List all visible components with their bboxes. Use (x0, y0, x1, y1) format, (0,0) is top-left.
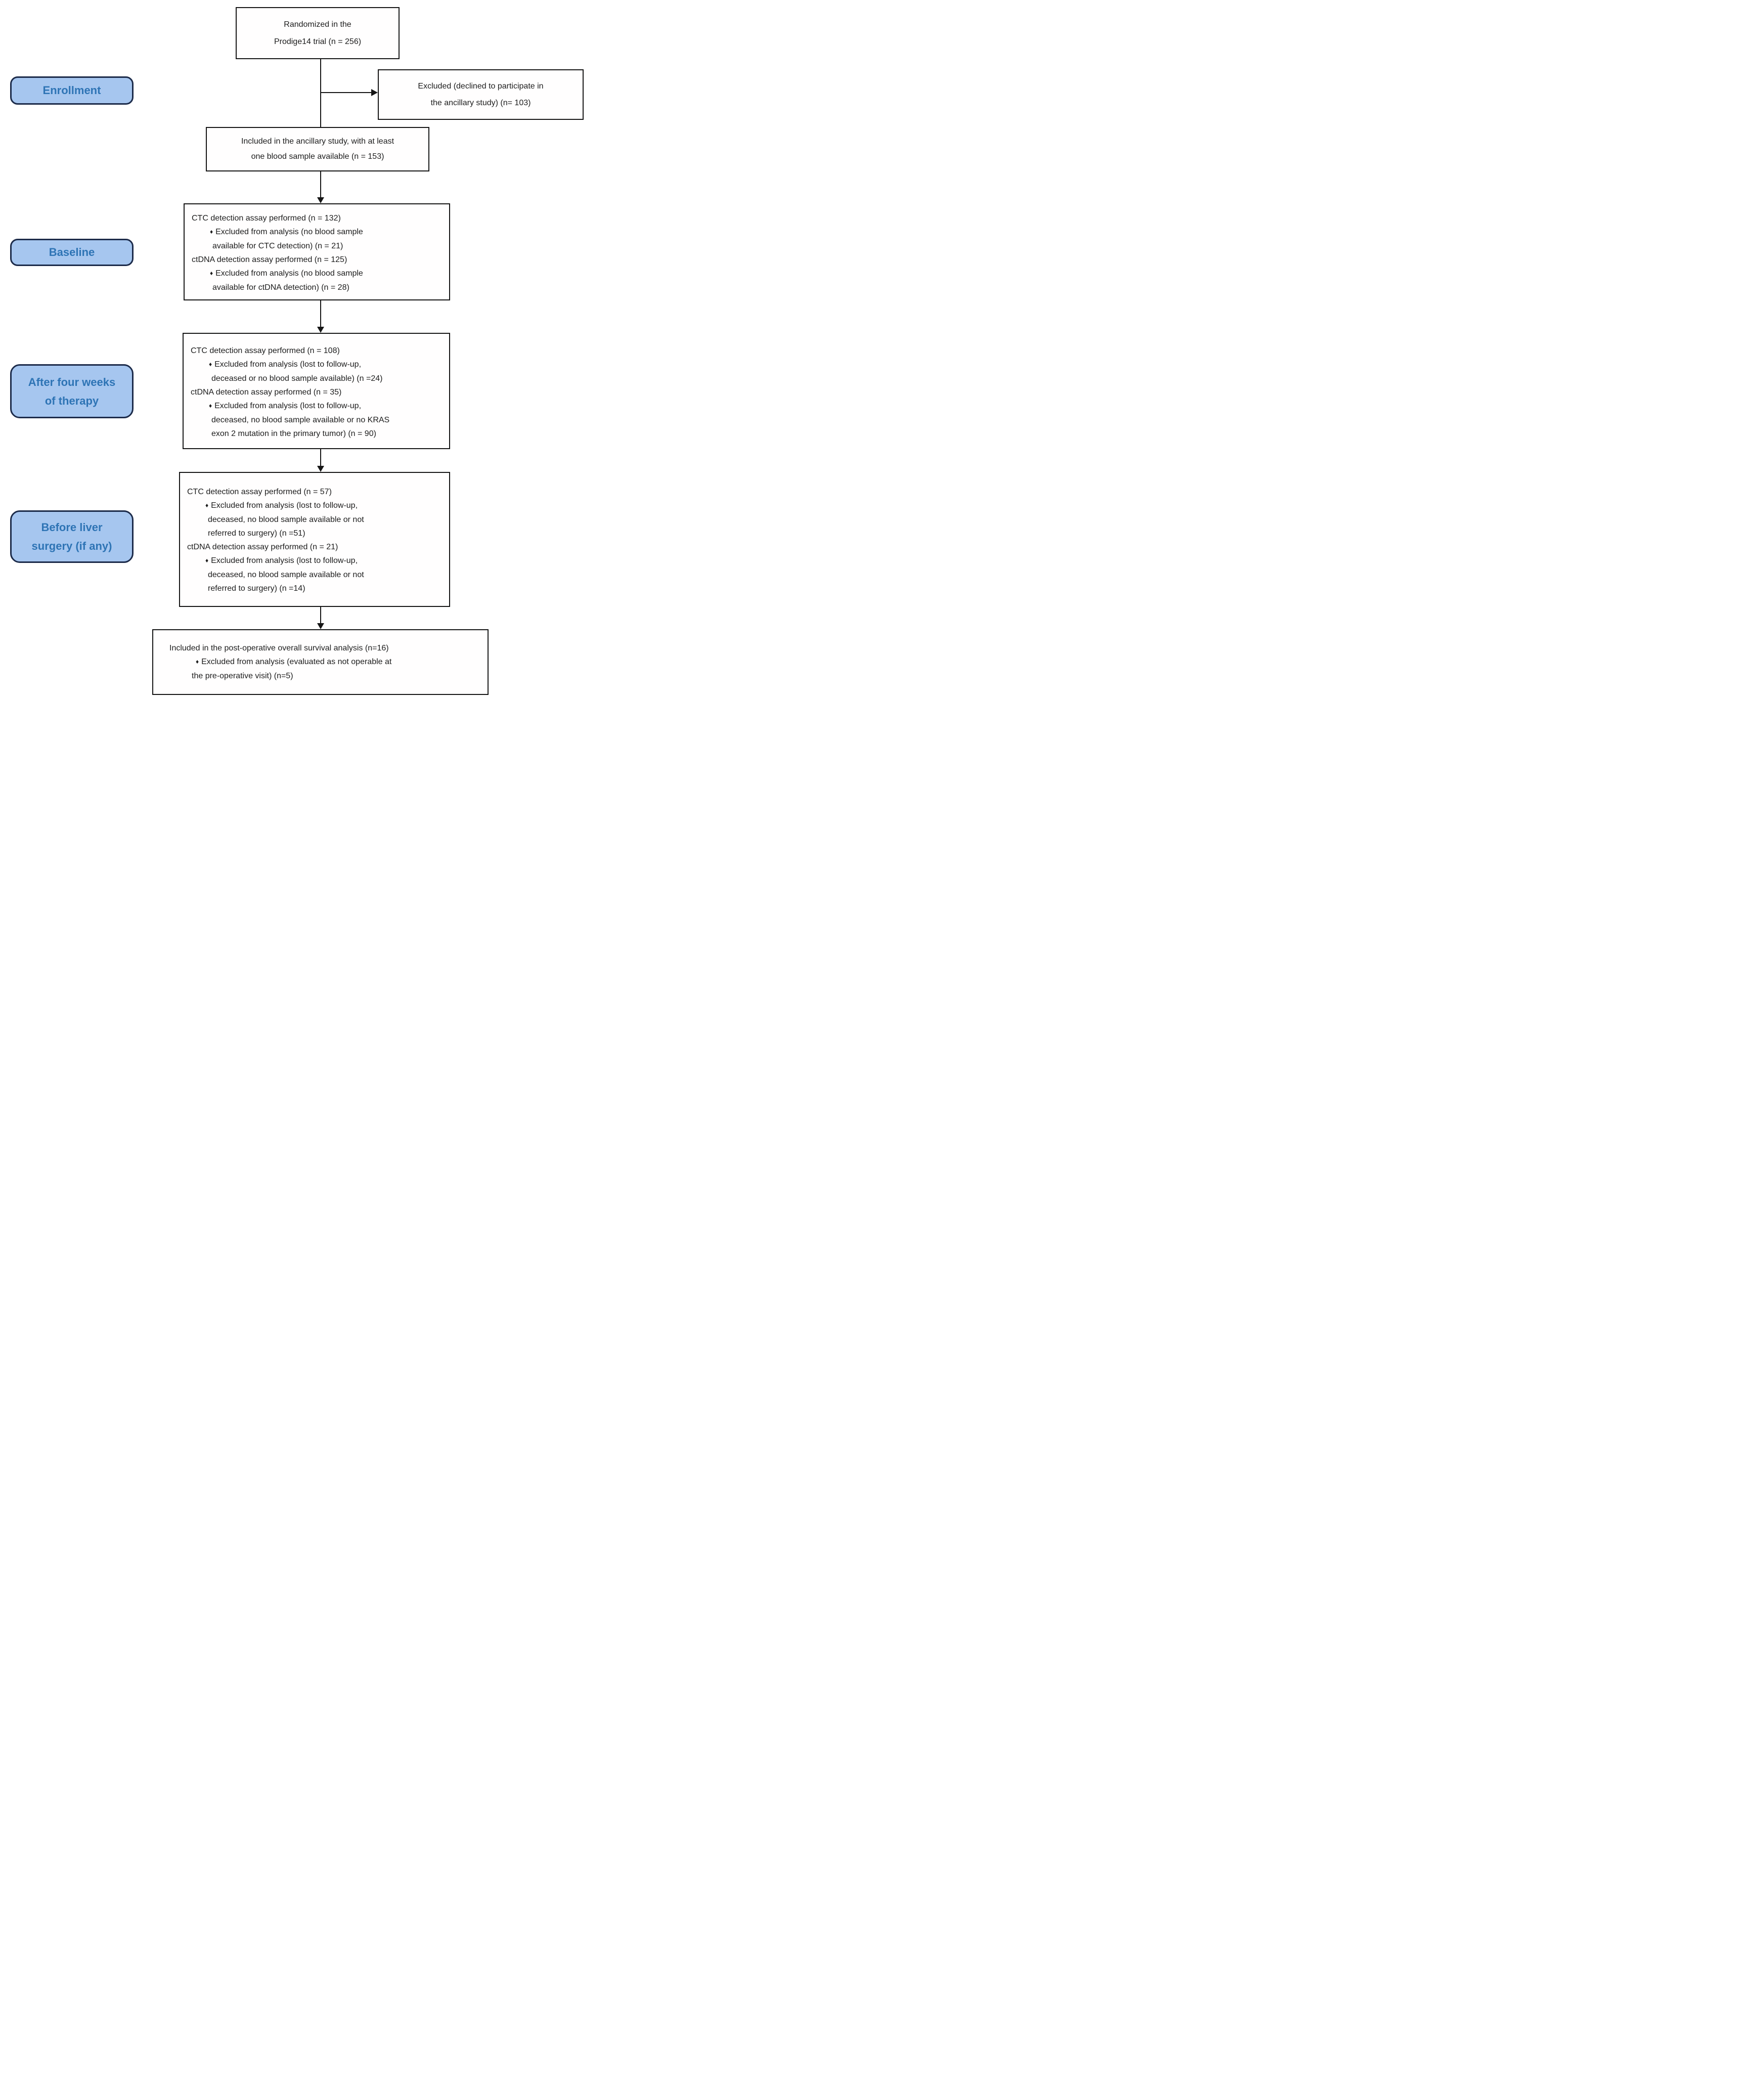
connector-baseline-to-fourweeks (320, 300, 321, 327)
box-line: ♦Excluded from analysis (evaluated as no… (153, 655, 488, 669)
flow-box-four-weeks-assays: CTC detection assay performed (n = 108) ♦… (183, 333, 450, 449)
stage-label-line: of therapy (45, 394, 99, 407)
arrowhead-down-icon (317, 623, 324, 629)
bullet-diamond-icon: ♦ (205, 502, 209, 509)
bullet-diamond-icon: ♦ (210, 270, 213, 277)
box-line: CTC detection assay performed (n = 57) (187, 488, 332, 496)
box-line: ctDNA detection assay performed (n = 21) (187, 543, 338, 551)
stage-label-line: Before liver (41, 521, 103, 534)
box-line: ♦Excluded from analysis (no blood sample (185, 225, 449, 239)
box-line: deceased, no blood sample available or n… (208, 515, 364, 524)
stage-label-baseline: Baseline (10, 239, 134, 266)
box-line: ♦Excluded from analysis (no blood sample (185, 267, 449, 281)
box-line: ♦Excluded from analysis (lost to follow-… (180, 499, 449, 513)
box-line: Randomized in the (284, 20, 351, 29)
box-line: referred to surgery) (n =51) (208, 529, 305, 538)
box-line: ♦Excluded from analysis (lost to follow-… (180, 554, 449, 568)
box-line: Excluded (declined to participate in (418, 82, 544, 91)
box-line: referred to surgery) (n =14) (208, 584, 305, 593)
stage-label-line: Enrollment (42, 84, 101, 97)
box-line: ♦Excluded from analysis (lost to follow-… (184, 358, 449, 372)
box-line: CTC detection assay performed (n = 108) (191, 346, 340, 355)
connector-surgery-to-postop (320, 607, 321, 624)
arrowhead-down-icon (317, 327, 324, 333)
box-line: Included in the post-operative overall s… (169, 644, 389, 652)
box-line: Included in the ancillary study, with at… (241, 137, 394, 146)
box-line: ctDNA detection assay performed (n = 125… (192, 255, 347, 264)
flow-box-excluded-enrollment: Excluded (declined to participate in the … (378, 69, 584, 120)
stage-label-enrollment: Enrollment (10, 76, 134, 105)
bullet-diamond-icon: ♦ (209, 361, 212, 368)
box-line: ctDNA detection assay performed (n = 35) (191, 388, 342, 397)
connector-branch-to-excluded (321, 92, 372, 93)
box-line: available for CTC detection) (n = 21) (212, 242, 343, 250)
flow-box-post-operative: Included in the post-operative overall s… (152, 629, 489, 695)
arrowhead-down-icon (317, 466, 324, 472)
box-line: deceased or no blood sample available) (… (211, 374, 383, 383)
connector-included-to-baseline (320, 171, 321, 198)
bullet-diamond-icon: ♦ (205, 557, 209, 564)
flow-box-before-surgery-assays: CTC detection assay performed (n = 57) ♦E… (179, 472, 450, 607)
stage-label-line: Baseline (49, 246, 95, 258)
flow-box-baseline-assays: CTC detection assay performed (n = 132) ♦… (184, 203, 450, 300)
box-line: ♦Excluded from analysis (lost to follow-… (184, 399, 449, 413)
box-line: one blood sample available (n = 153) (251, 152, 384, 161)
arrowhead-right-icon (371, 89, 378, 96)
box-line: deceased, no blood sample available or n… (211, 416, 390, 424)
flow-box-included-ancillary: Included in the ancillary study, with at… (206, 127, 429, 171)
consort-flow-diagram: Enrollment Baseline After four weeks of t… (0, 0, 588, 698)
arrowhead-down-icon (317, 197, 324, 203)
bullet-diamond-icon: ♦ (196, 658, 199, 665)
stage-label-after-four-weeks: After four weeks of therapy (10, 364, 134, 418)
stage-label-line: surgery (if any) (31, 540, 112, 552)
bullet-diamond-icon: ♦ (209, 402, 212, 409)
bullet-diamond-icon: ♦ (210, 228, 213, 235)
box-line: available for ctDNA detection) (n = 28) (212, 283, 349, 292)
box-line: deceased, no blood sample available or n… (208, 571, 364, 579)
box-line: the ancillary study) (n= 103) (430, 99, 531, 107)
stage-label-before-liver-surgery: Before liver surgery (if any) (10, 510, 134, 563)
connector-fourweeks-to-surgery (320, 449, 321, 466)
box-line: CTC detection assay performed (n = 132) (192, 214, 341, 223)
box-line: exon 2 mutation in the primary tumor) (n… (211, 429, 376, 438)
connector-randomized-to-included (320, 59, 321, 127)
box-line: the pre-operative visit) (n=5) (192, 672, 293, 680)
stage-label-line: After four weeks (28, 375, 116, 388)
box-line: Prodige14 trial (n = 256) (274, 37, 362, 46)
